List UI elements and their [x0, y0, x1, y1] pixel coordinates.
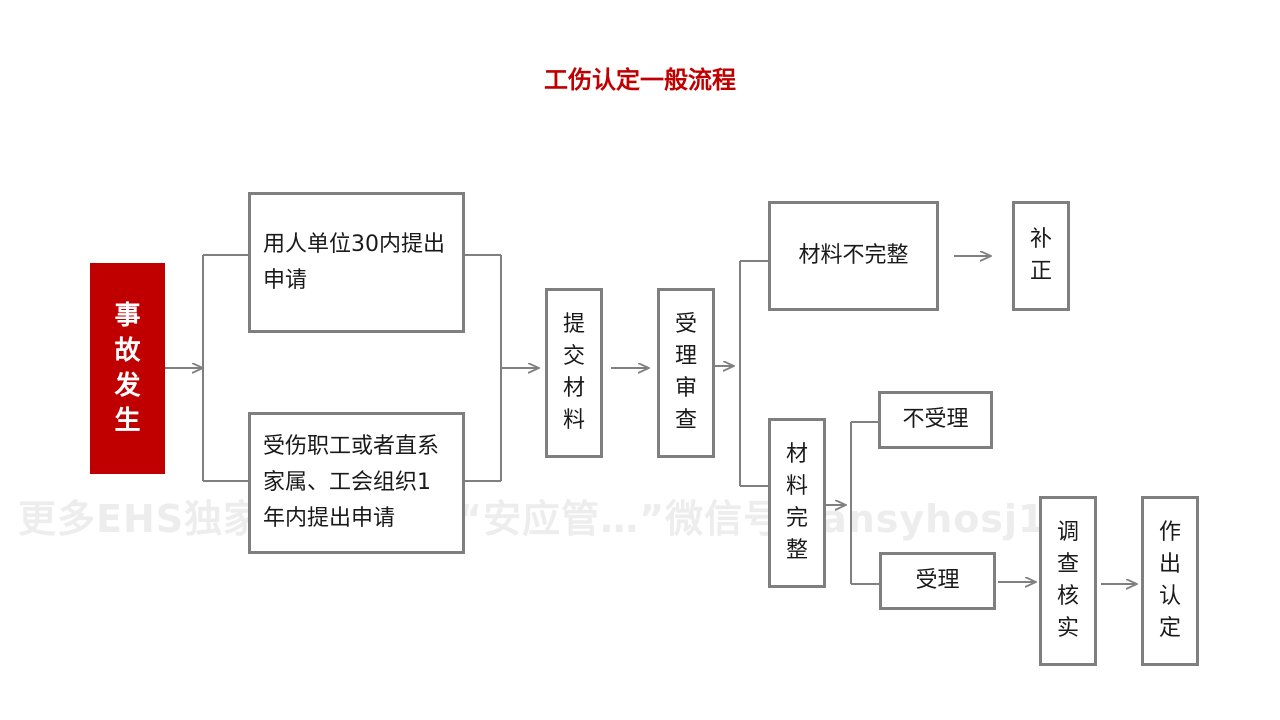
node-worker-apply-label: 受伤职工或者直系家属、工会组织1年内提出申请 [263, 434, 440, 531]
node-complete: 材料完整 [768, 418, 826, 588]
node-accepted-label: 受理 [915, 568, 960, 593]
page-title: 工伤认定一般流程 [544, 66, 736, 94]
node-review: 受理审查 [657, 288, 715, 458]
node-not-accepted: 不受理 [878, 391, 993, 449]
node-complete-label: 材料完整 [785, 442, 808, 563]
node-decision: 作出认定 [1141, 496, 1199, 666]
node-supplement: 补正 [1012, 201, 1070, 311]
node-incomplete: 材料不完整 [768, 201, 939, 311]
node-decision-label: 作出认定 [1158, 520, 1181, 641]
node-accident-label: 事故发生 [114, 300, 141, 436]
node-investigate-label: 调查核实 [1056, 520, 1079, 641]
node-review-label: 受理审查 [674, 312, 697, 433]
node-employer-apply-label: 用人单位30内提出申请 [263, 231, 445, 293]
node-accident: 事故发生 [90, 263, 165, 474]
node-not-accepted-label: 不受理 [902, 407, 969, 432]
node-employer-apply: 用人单位30内提出申请 [248, 192, 465, 333]
node-investigate: 调查核实 [1039, 496, 1097, 666]
node-incomplete-label: 材料不完整 [798, 243, 909, 268]
node-submit-materials: 提交材料 [545, 288, 603, 458]
watermark: 更多EHS独家…，请咨询“安应管…”微信号：ansyhosj1 [18, 497, 1046, 541]
node-worker-apply: 受伤职工或者直系家属、工会组织1年内提出申请 [248, 412, 465, 554]
node-submit-materials-label: 提交材料 [562, 312, 585, 433]
node-supplement-label: 补正 [1029, 227, 1052, 284]
node-accepted: 受理 [879, 552, 996, 610]
